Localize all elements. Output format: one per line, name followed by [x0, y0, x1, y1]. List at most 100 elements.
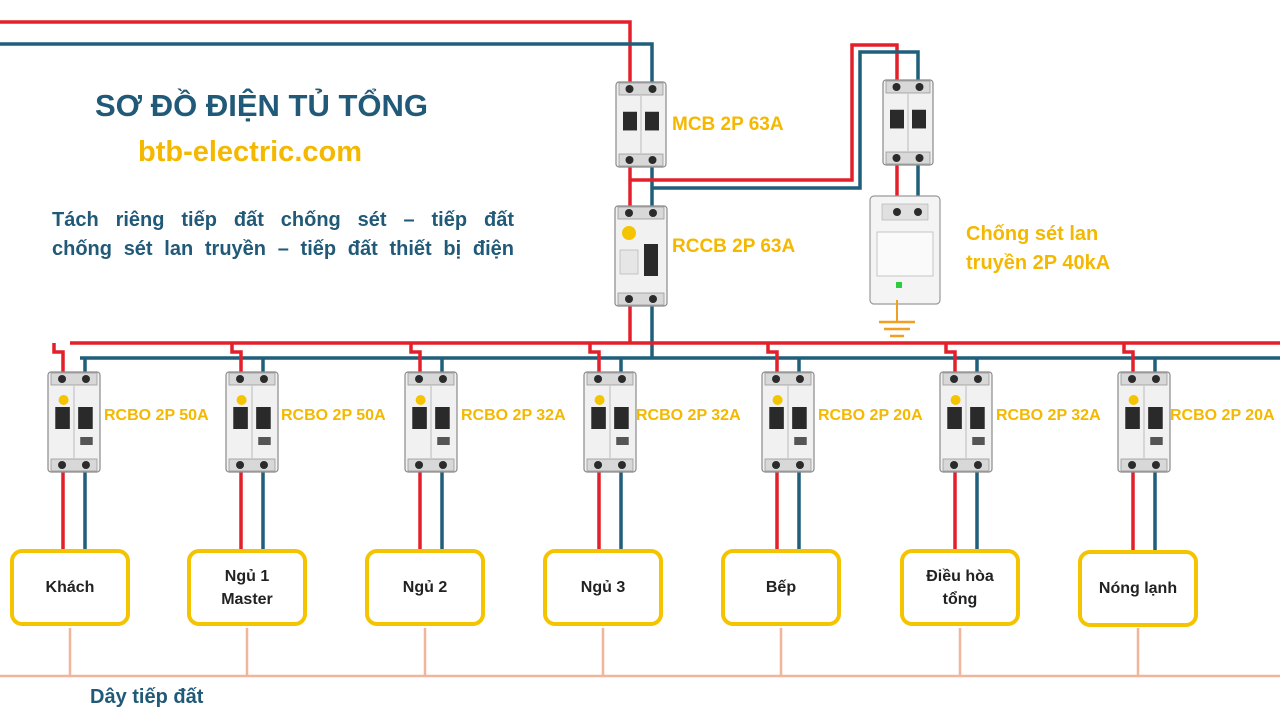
- toggle-lever: [644, 244, 658, 276]
- terminal-screw: [915, 83, 924, 91]
- terminal-screw: [1128, 461, 1137, 469]
- spd-tap-phase-wire: [630, 43, 899, 182]
- terminal-screw: [950, 375, 959, 383]
- toggle-lever: [645, 111, 659, 131]
- incoming-neutral-wire: [0, 42, 654, 82]
- terminal-screw: [648, 85, 657, 93]
- ground-wire-label: Dây tiếp đất: [90, 686, 204, 708]
- load-label: Khách: [45, 579, 95, 596]
- rcbo-breaker: [225, 371, 279, 473]
- rcbo-label-ngu1: RCBO 2P 50A: [281, 407, 386, 424]
- website-label: btb-electric.com: [138, 136, 362, 168]
- terminal-screw: [950, 461, 959, 469]
- toggle-lever: [256, 407, 271, 429]
- load-box-ngu3: Ngủ 3: [543, 549, 663, 626]
- terminal-screw: [795, 461, 804, 469]
- spd-label: Chống sét lan truyền 2P 40kA: [966, 220, 1110, 278]
- terminal-strip: [50, 458, 98, 472]
- terminal-strip: [764, 372, 812, 386]
- rcbo-label-bep: RCBO 2P 20A: [818, 407, 923, 424]
- rcbo-breaker: [583, 371, 637, 473]
- terminal-screw: [625, 85, 634, 93]
- rcbo-label-ngu2: RCBO 2P 32A: [461, 407, 566, 424]
- terminal-screw: [236, 461, 245, 469]
- branch-phase-feed: [52, 343, 65, 380]
- terminal-screw: [236, 375, 245, 383]
- terminal-screw: [594, 461, 603, 469]
- terminal-screw: [649, 295, 657, 303]
- terminal-strip: [586, 458, 634, 472]
- terminal-screw: [893, 208, 901, 216]
- spd-module: [876, 231, 934, 277]
- terminal-strip: [50, 372, 98, 386]
- branch-phase-feed: [766, 343, 779, 380]
- indicator-window: [258, 437, 271, 445]
- terminal-screw: [438, 461, 447, 469]
- rccb-label: RCCB 2P 63A: [672, 236, 796, 257]
- terminal-strip: [617, 292, 665, 306]
- rcbo-breaker: [1117, 371, 1171, 473]
- terminal-screw: [259, 461, 268, 469]
- toggle-lever: [412, 407, 427, 429]
- spd-device: [869, 195, 941, 338]
- toggle-lever: [912, 109, 926, 129]
- test-button-icon: [1128, 395, 1139, 405]
- spd-tap-neutral-wire: [652, 50, 920, 190]
- toggle-lever: [623, 111, 637, 131]
- terminal-strip: [407, 458, 455, 472]
- indicator-window: [437, 437, 450, 445]
- terminal-strip: [942, 458, 990, 472]
- terminal-strip: [407, 372, 455, 386]
- terminal-screw: [617, 375, 626, 383]
- indicator-window: [80, 437, 93, 445]
- terminal-strip: [617, 206, 665, 220]
- terminal-screw: [772, 375, 781, 383]
- terminal-screw: [1151, 375, 1160, 383]
- terminal-screw: [617, 461, 626, 469]
- test-button-icon: [772, 395, 783, 405]
- main-wires: [0, 20, 1280, 360]
- rcbo-breaker: [761, 371, 815, 473]
- indicator-window: [616, 437, 629, 445]
- toggle-lever: [78, 407, 93, 429]
- rcbo-breaker: [404, 371, 458, 473]
- status-led-icon: [896, 282, 902, 288]
- load-label: Ngủ 2: [402, 579, 448, 596]
- terminal-strip: [228, 372, 276, 386]
- terminal-screw: [892, 83, 901, 91]
- terminal-strip: [586, 372, 634, 386]
- terminal-screw: [259, 375, 268, 383]
- load-label: tổng: [942, 590, 978, 608]
- branch-phase-feed: [230, 343, 243, 380]
- terminal-strip: [764, 458, 812, 472]
- terminal-strip: [228, 458, 276, 472]
- terminal-screw: [625, 209, 633, 217]
- load-box-nonglanh: Nóng lạnh: [1078, 550, 1198, 627]
- toggle-lever: [591, 407, 606, 429]
- terminal-screw: [58, 461, 67, 469]
- terminal-screw: [914, 208, 922, 216]
- terminal-strip: [942, 372, 990, 386]
- branch-phase-feed: [944, 343, 957, 380]
- ground-wire: [0, 628, 1280, 678]
- rcbo-breaker: [939, 371, 993, 473]
- indicator-window: [1150, 437, 1163, 445]
- rccb-device: [614, 205, 668, 307]
- load-label: Bếp: [765, 579, 797, 596]
- load-box-khach: Khách: [10, 549, 130, 626]
- description: Tách riêng tiếp đất chống sét – tiếp đất…: [52, 206, 514, 264]
- rcbo-label-khach: RCBO 2P 50A: [104, 407, 209, 424]
- terminal-screw: [81, 375, 90, 383]
- incoming-phase-wire: [0, 20, 632, 82]
- toggle-lever: [792, 407, 807, 429]
- test-button-icon: [236, 395, 247, 405]
- test-button-icon: [415, 395, 426, 405]
- rcbo-label-ngu3: RCBO 2P 32A: [636, 407, 741, 424]
- mcb-main-breaker: [615, 81, 667, 168]
- toggle-lever: [970, 407, 985, 429]
- toggle-lever: [55, 407, 70, 429]
- terminal-strip: [1120, 372, 1168, 386]
